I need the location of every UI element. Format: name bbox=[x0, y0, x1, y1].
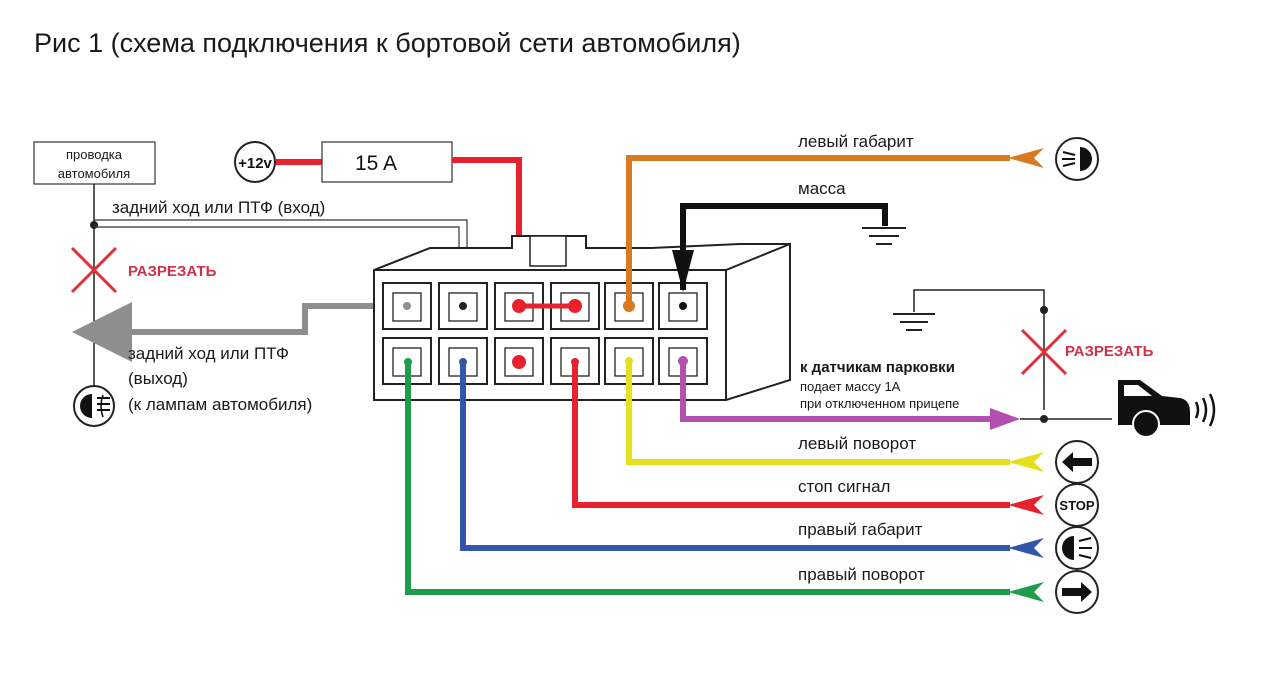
reverse-in-label: задний ход или ПТФ (вход) bbox=[112, 198, 325, 217]
reverse-out-label-2: (выход) bbox=[128, 369, 188, 388]
reverse-out-label-1: задний ход или ПТФ bbox=[128, 344, 289, 363]
pin-dot-left-turn bbox=[625, 357, 633, 365]
power-label: +12v bbox=[238, 155, 272, 172]
pin-dot-stop bbox=[571, 358, 579, 366]
wire-stop bbox=[572, 362, 1010, 508]
wire-parking bbox=[680, 362, 1000, 422]
fuse-box bbox=[321, 141, 453, 183]
reverse-out-wire bbox=[72, 302, 408, 362]
label-left-marker: левый габарит bbox=[798, 132, 914, 151]
connector-tip-right-turn bbox=[1008, 582, 1044, 602]
pin-dot-reverse-in bbox=[459, 302, 467, 310]
car-wiring-box: проводка автомобиля bbox=[33, 141, 156, 185]
ground-arrow bbox=[672, 250, 694, 292]
cut-label-left: РАЗРЕЗАТЬ bbox=[128, 263, 217, 280]
junction-dot bbox=[90, 221, 98, 229]
arrow-left-icon bbox=[1055, 440, 1099, 484]
arrow-right-icon bbox=[1055, 570, 1099, 614]
arrow-parking bbox=[990, 408, 1020, 430]
wire-left-turn bbox=[626, 361, 1010, 465]
page-title: Рис 1 (схема подключения к бортовой сети… bbox=[34, 28, 741, 58]
connector-tip-stop bbox=[1008, 495, 1044, 515]
pin-dot-right-turn bbox=[404, 358, 412, 366]
cut-label-right: РАЗРЕЗАТЬ bbox=[1065, 343, 1154, 360]
fuse-label: 15 A bbox=[355, 152, 397, 175]
reverse-out-label-3: (к лампам автомобиля) bbox=[128, 395, 312, 414]
stop-icon-text: STOP bbox=[1059, 498, 1094, 513]
marker-lamp-icon bbox=[1055, 137, 1099, 181]
parking-line-1: подает массу 1А bbox=[800, 379, 901, 394]
connector-tip-left-marker bbox=[1008, 148, 1044, 168]
car-wiring-label-2: автомобиля bbox=[58, 166, 130, 181]
parking-line-2: при отключенном прицепе bbox=[800, 396, 959, 411]
junction-dot bbox=[1040, 306, 1048, 314]
connector-tip-left-turn bbox=[1008, 452, 1044, 472]
cut-mark-right bbox=[1020, 328, 1068, 376]
pin-dot-ground bbox=[679, 302, 687, 310]
power-badge: +12v bbox=[234, 141, 276, 183]
label-stop: стоп сигнал bbox=[798, 477, 890, 496]
reverse-in-wire-b bbox=[94, 226, 460, 262]
fog-lamp-icon bbox=[73, 385, 115, 427]
ground-icon bbox=[893, 289, 1045, 410]
parking-title: к датчикам парковки bbox=[800, 359, 955, 376]
label-left-turn: левый поворот bbox=[798, 434, 916, 453]
stop-icon: STOP bbox=[1055, 483, 1099, 527]
car-icon bbox=[1118, 380, 1216, 438]
pin-dot-power-c bbox=[512, 355, 526, 369]
wire-right-turn bbox=[405, 362, 1010, 595]
junction-dot bbox=[90, 328, 98, 336]
junction-dot bbox=[1040, 415, 1048, 423]
wire-left-marker bbox=[626, 155, 1010, 306]
wire-right-marker bbox=[460, 362, 1010, 551]
car-wiring-label-1: проводка bbox=[66, 147, 123, 162]
label-right-turn: правый поворот bbox=[798, 565, 925, 584]
marker-lamp-icon bbox=[1055, 526, 1099, 570]
wire-ground bbox=[680, 203, 888, 290]
ground-icon bbox=[862, 227, 906, 245]
cut-mark-left bbox=[70, 246, 118, 294]
label-ground: масса bbox=[798, 179, 846, 198]
label-right-marker: правый габарит bbox=[798, 520, 923, 539]
pin-dot-right-marker bbox=[459, 358, 467, 366]
connector-tip-right-marker bbox=[1008, 538, 1044, 558]
pin-dot-reverse-out bbox=[403, 302, 411, 310]
